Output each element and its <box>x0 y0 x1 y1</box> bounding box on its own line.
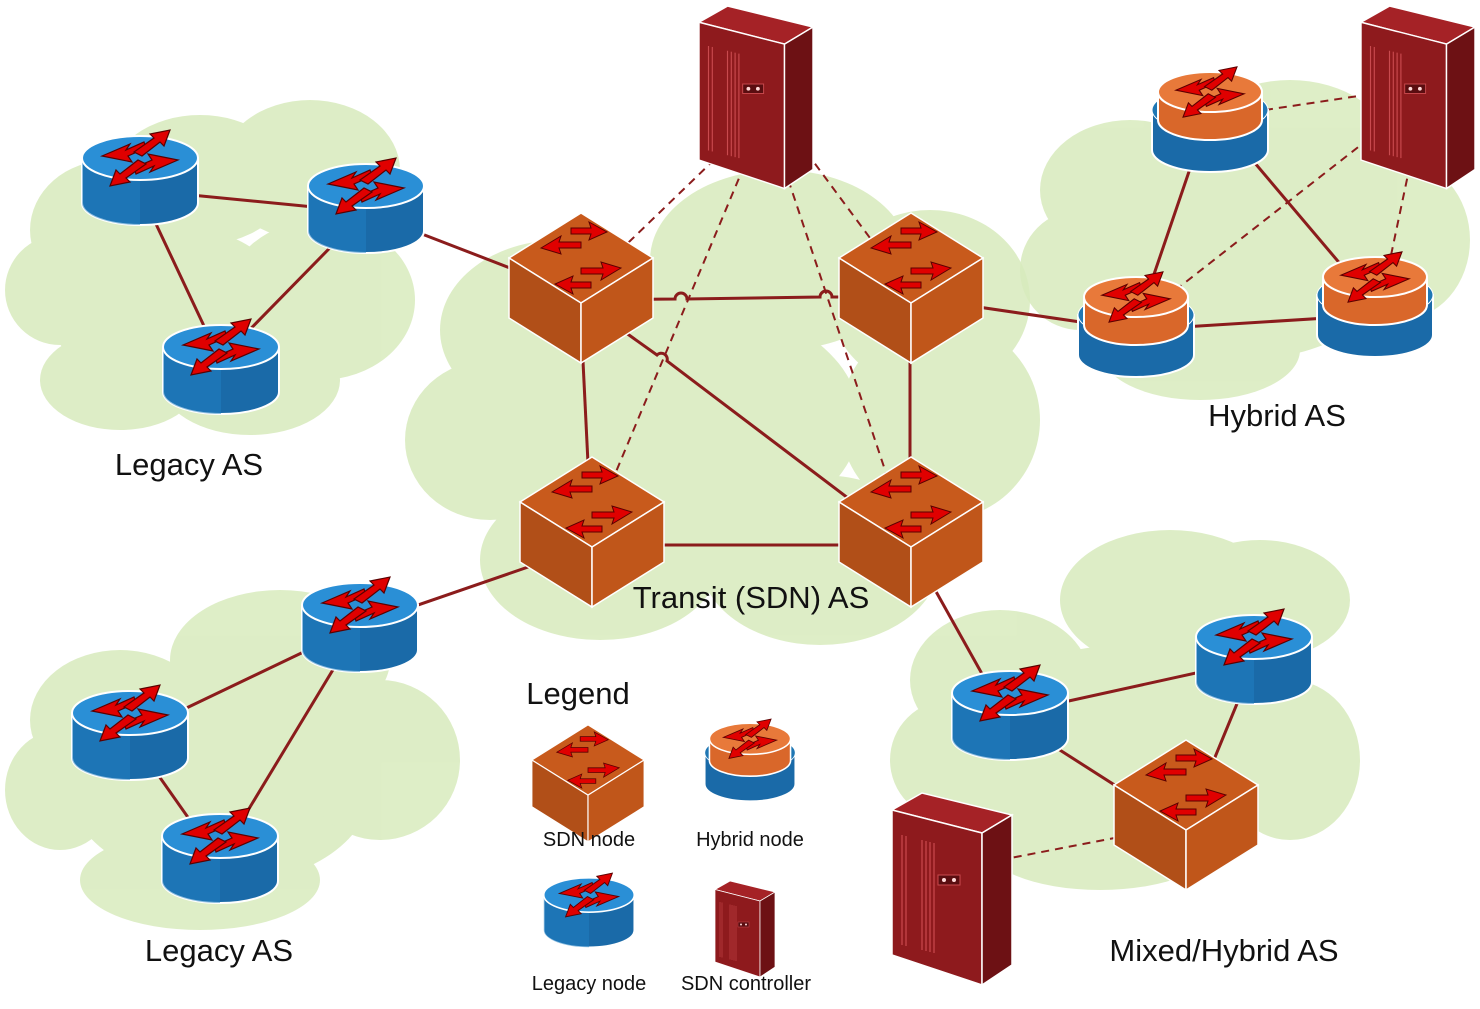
legend-title: Legend <box>526 676 629 711</box>
hybrid-as-label: Hybrid AS <box>1208 398 1346 433</box>
legacy-as-bottom-label: Legacy AS <box>145 933 293 968</box>
sdn-controller[interactable] <box>1360 5 1476 190</box>
sdn-controller[interactable] <box>891 792 1013 986</box>
legend-legacy-node-icon <box>544 873 634 947</box>
legacy-as-top-label: Legacy AS <box>115 447 263 482</box>
legend-legacy-node-label: Legacy node <box>532 973 647 995</box>
control-link <box>774 139 896 501</box>
legend-hybrid-node-label: Hybrid node <box>696 829 804 851</box>
hybrid-node[interactable] <box>1317 252 1433 357</box>
legacy-node[interactable] <box>302 577 418 672</box>
link <box>579 298 911 547</box>
control-link <box>1389 164 1411 261</box>
control-link <box>599 139 756 511</box>
sdn-controller[interactable] <box>698 5 814 190</box>
legacy-node[interactable] <box>1196 609 1312 704</box>
link <box>579 289 910 302</box>
legend-hybrid-node-icon <box>705 719 795 801</box>
legacy-node[interactable] <box>308 158 424 253</box>
transit-as-label: Transit (SDN) AS <box>633 580 870 615</box>
control-link <box>1264 94 1366 111</box>
legacy-node[interactable] <box>163 319 279 414</box>
legacy-node[interactable] <box>952 665 1068 760</box>
legend-sdn-controller-icon <box>714 880 776 978</box>
legend-sdn-node-icon <box>531 724 645 843</box>
control-link <box>1149 129 1381 311</box>
legend-sdn-node-label: SDN node <box>543 829 635 851</box>
hybrid-node[interactable] <box>1078 272 1194 377</box>
mixed-as-label: Mixed/Hybrid AS <box>1109 933 1338 968</box>
legacy-node[interactable] <box>72 685 188 780</box>
legacy-node[interactable] <box>82 130 198 225</box>
hybrid-node[interactable] <box>1152 67 1268 172</box>
legacy-node[interactable] <box>162 808 278 903</box>
legend-sdn-controller-label: SDN controller <box>681 973 811 995</box>
